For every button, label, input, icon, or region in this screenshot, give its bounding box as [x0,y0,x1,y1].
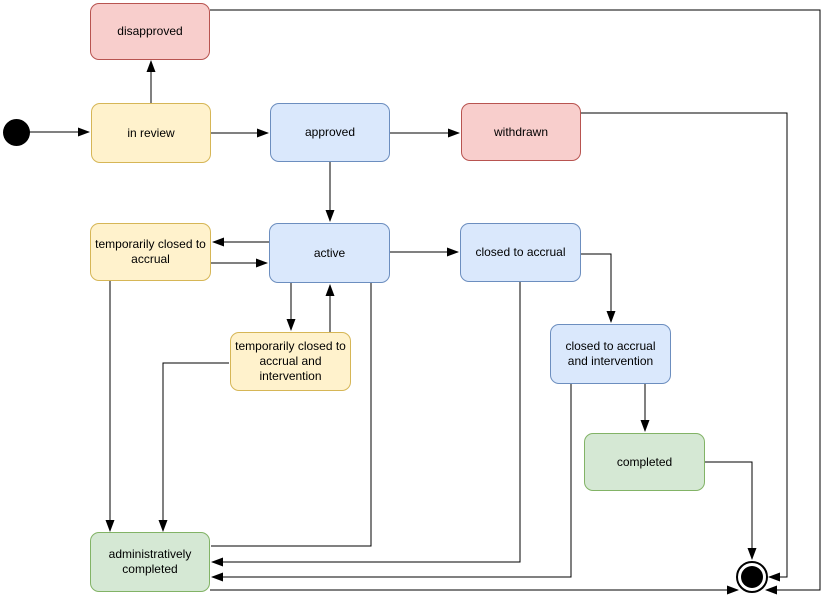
edge-closed_to_accrual_and_intervention-to-administratively_completed [211,384,572,582]
edge-active-to-administratively_completed [211,283,372,547]
initial-state-node [3,119,30,146]
edge-disapproved-to-end [210,9,821,595]
edge-completed-to-end [705,461,757,560]
state-active: active [269,223,390,283]
state-disapproved: disapproved [90,3,210,60]
state-in_review: in review [91,103,211,163]
state-approved: approved [270,103,390,162]
final-state-inner-dot [741,566,763,588]
state-closed_to_accrual_and_intervention: closed to accrual and intervention [550,324,671,384]
transition-edges-group [29,9,821,595]
edge-withdrawn-to-end [581,112,788,582]
state-temporarily_closed_to_accrual_and_intervention: temporarily closed to accrual and interv… [230,332,351,391]
edge-temporarily_closed_to_accrual_and_intervention-to-administratively_completed [158,362,229,532]
edge-closed_to_accrual-to-administratively_completed [211,282,521,567]
final-state-node [736,561,768,593]
state-temporarily_closed_to_accrual: temporarily closed to accrual [90,223,211,281]
state-closed_to_accrual: closed to accrual [460,223,581,282]
state-administratively_completed: administratively completed [90,532,210,592]
state-completed: completed [584,433,705,491]
state-withdrawn: withdrawn [461,103,581,161]
edge-closed_to_accrual-to-closed_to_accrual_and_intervention [581,253,616,323]
